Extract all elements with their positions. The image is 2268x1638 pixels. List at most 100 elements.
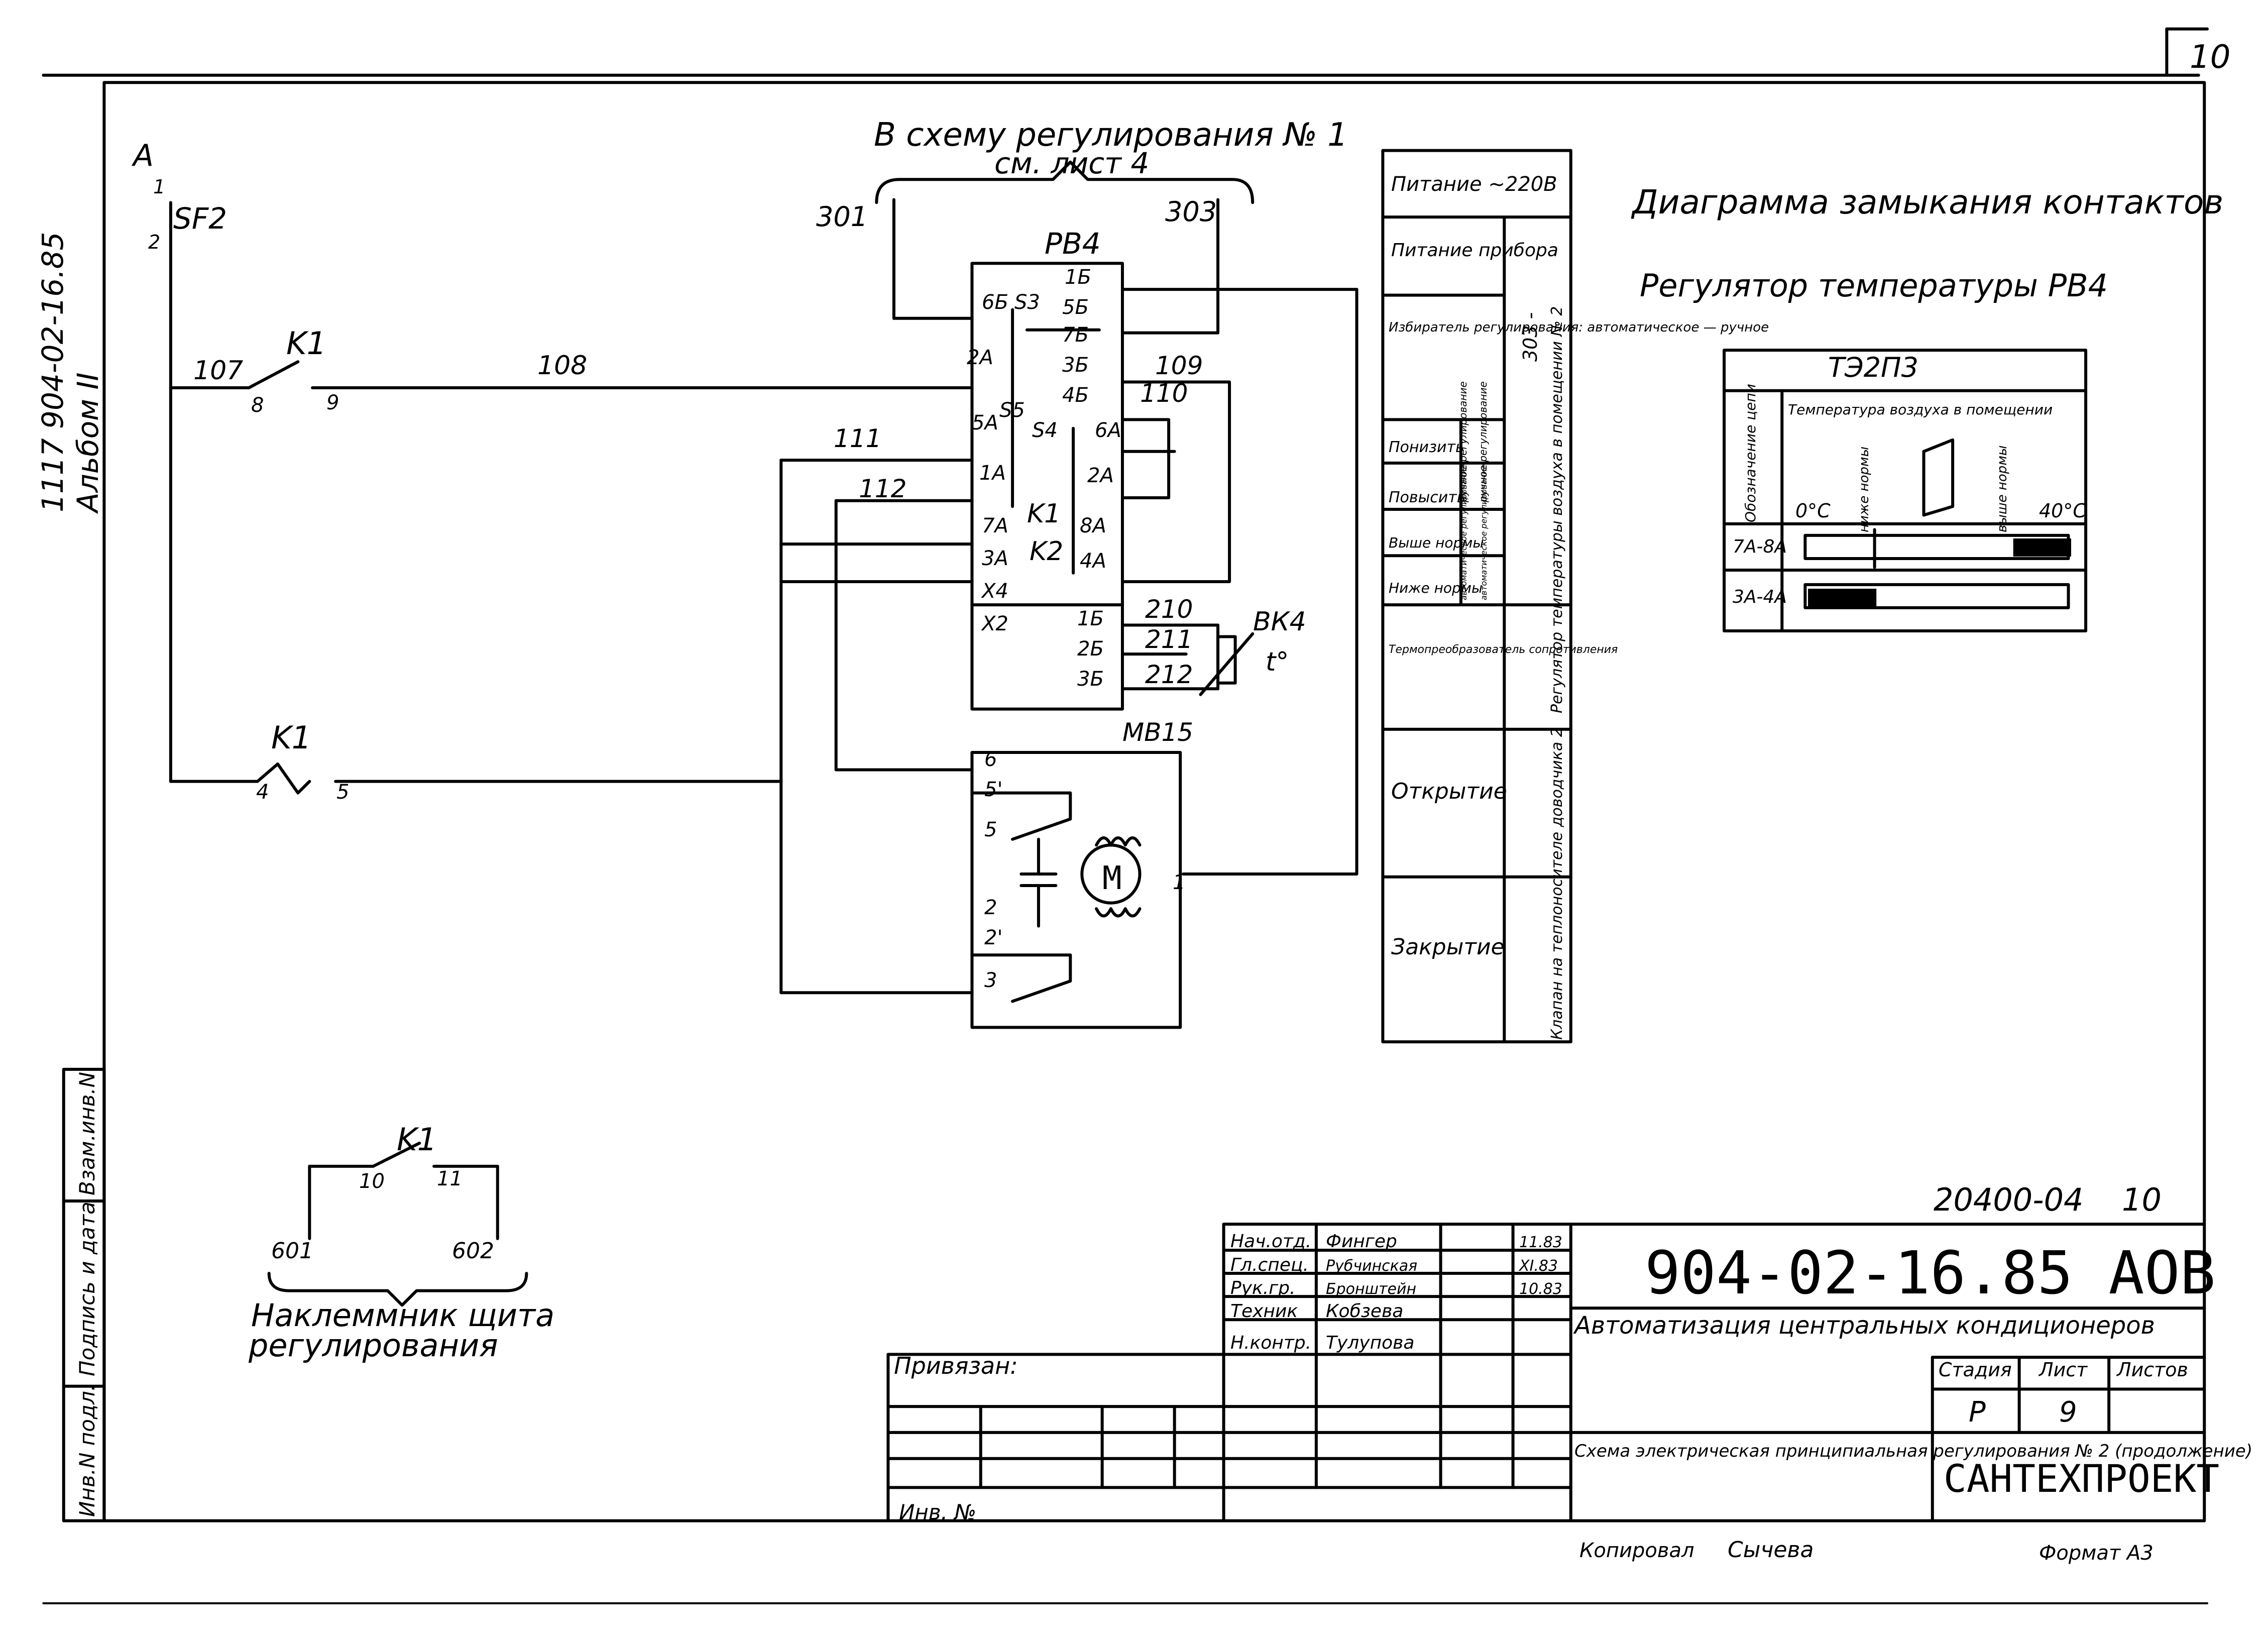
rv4-block (972, 263, 1122, 709)
contact-label: 9 (326, 391, 339, 414)
side-stamp-1: Взам.инв.N (75, 1072, 99, 1195)
relay-k1-label: K1 (286, 325, 326, 362)
top-note-line2: см. лист 4 (994, 146, 1149, 180)
legend-row-label: Закрытие (1391, 934, 1505, 960)
contact-row-closed-bar (2013, 538, 2071, 557)
terminal-block-caption-1: Наклеммник щита (251, 1297, 554, 1334)
drawing-name: Схема электрическая принципиальная регул… (1574, 1441, 2252, 1461)
side-stamp-2: Подпись и дата (75, 1202, 99, 1376)
relay-k2-label: K2 (1030, 536, 1063, 567)
wire-label: 107 (193, 356, 243, 386)
contact-row-closed-bar (1808, 589, 1877, 607)
rv4-pin: 4Б (1062, 384, 1089, 407)
sheet-frame (43, 29, 2207, 1603)
legend-labels: Питание ~220В Питание прибора 303 - Изби… (1389, 173, 1769, 1040)
contact-diagram-subtitle: Регулятор температуры РВ4 (1640, 267, 2108, 304)
attached-label: Привязан: (894, 1352, 1018, 1379)
wire-label: 303 (1165, 196, 1217, 228)
motor-pin: 3 (984, 969, 997, 992)
rv4-internal: S4 (1032, 419, 1058, 442)
rv4-pin: 7Б (1062, 323, 1089, 347)
format-label: Формат А3 (2039, 1542, 2153, 1565)
person-name: Тулупова (1326, 1333, 1414, 1353)
legend-row-desc: ручное регулирование (1477, 381, 1489, 503)
terminal-1-label: 1 (153, 176, 165, 198)
legend-row-desc: 303 - (1519, 312, 1541, 362)
rv4-pin: 4А (1080, 550, 1106, 573)
wire-label: 112 (859, 474, 906, 503)
legend-row-label: Питание прибора (1391, 240, 1558, 261)
person-role: Рук.гр. (1230, 1278, 1295, 1298)
contact-table-header: ТЭ2П3 (1828, 352, 1918, 383)
rv4-pin: 6А (1095, 419, 1121, 442)
wire-label: 109 (1155, 351, 1203, 380)
sheet-value: 9 (2059, 1396, 2077, 1429)
contact-diagram-title: Диаграмма замыкания контактов (1631, 183, 2223, 222)
terminal-block-contact: 11 (437, 1167, 463, 1190)
motor-pin: 2' (984, 926, 1002, 949)
project-name: Автоматизация центральных кондиционеров (1573, 1312, 2155, 1340)
legend-row-label: Выше нормы (1389, 534, 1484, 551)
copied-label: Копировал (1579, 1539, 1694, 1562)
terminal-601: 601 (271, 1238, 313, 1264)
wire-labels: 301 303 107 108 109 110 111 112 210 211 … (193, 196, 1217, 689)
contact-row-circuit: 3А-4А (1733, 587, 1787, 607)
motor-pin: 5' (984, 778, 1002, 801)
wire-label: 111 (834, 424, 881, 453)
relay-k1-label: K1 (271, 719, 311, 756)
stage-header: Стадия (1939, 1359, 2012, 1381)
copied-name: Сычева (1728, 1537, 1813, 1563)
rv4-pin: 2А (1087, 464, 1114, 487)
legend-row-label: Избиратель регулирования: автоматическое… (1389, 320, 1769, 335)
inv-label: Инв. № (899, 1500, 976, 1524)
contact-scale: 40°С (2039, 500, 2086, 522)
person-role: Техник (1230, 1301, 1298, 1322)
rv4-right-pins: 1Б 5Б 7Б 3Б 4Б 6А 2А 8А 4А 1Б 2Б 3Б (1062, 266, 1121, 691)
rv4-pin: 7А (982, 514, 1008, 537)
motor-pin: 2 (984, 896, 997, 919)
legend-row-label: Питание ~220В (1391, 173, 1557, 196)
legend-group-1: Регулятор температуры воздуха в помещени… (1548, 306, 1566, 713)
title-block (888, 1224, 2204, 1521)
person-date: XI.83 (1518, 1257, 1558, 1275)
sheet-header: Лист (2038, 1359, 2088, 1381)
person-name: Рубчинская (1326, 1257, 1417, 1275)
person-role: Нач.отд. (1230, 1231, 1311, 1252)
relay-k1-label: K1 (1027, 499, 1061, 529)
top-note-bracket (876, 162, 1253, 203)
contact-label: 4 (256, 781, 269, 804)
person-role: Н.контр. (1230, 1333, 1311, 1353)
rv4-pin: 1Б (1065, 266, 1091, 289)
sensor-label: ВК4 (1253, 607, 1306, 637)
person-date: 10.83 (1519, 1280, 1562, 1298)
legend-row-desc: ручное регулирование (1457, 381, 1469, 503)
rv4-pin: 5А (972, 411, 998, 434)
rv4-pin: Х2 (981, 612, 1008, 635)
rv4-pin: 3Б (1062, 354, 1089, 377)
rv4-pin: 3А (982, 547, 1008, 570)
circuit-wiring (171, 200, 1357, 993)
person-name: Фингер (1326, 1231, 1397, 1252)
side-label-2: Альбом II (71, 372, 105, 514)
legend-row-label: Термопреобразователь сопротивления (1389, 643, 1618, 656)
legend-row-label: Понизить (1389, 439, 1464, 456)
wire-label: 212 (1145, 660, 1193, 689)
designation: 904-02-16.85 АОВ (1645, 1238, 2216, 1307)
sheets-header: Листов (2116, 1359, 2188, 1381)
wire-label: 108 (537, 351, 587, 381)
motor-pins: 6 5' 5 1 2 2' 3 (984, 748, 1185, 992)
legend-row-label: Открытие (1391, 779, 1507, 804)
terminal-602: 602 (452, 1238, 494, 1264)
rv4-pin: 1Б (1077, 607, 1104, 630)
contact-rows: 7А-8А 3А-4А (1733, 536, 2071, 607)
device-a-label: А (131, 138, 154, 173)
rv4-pin: 5Б (1062, 296, 1089, 319)
motor-pin: 5 (984, 818, 997, 841)
mv15-block (972, 752, 1180, 1027)
legend-table (1383, 151, 1570, 1042)
contact-row-circuit: 7А-8А (1733, 536, 1787, 557)
rv4-internal: S5 (999, 399, 1025, 422)
wire-label: 211 (1145, 625, 1193, 654)
